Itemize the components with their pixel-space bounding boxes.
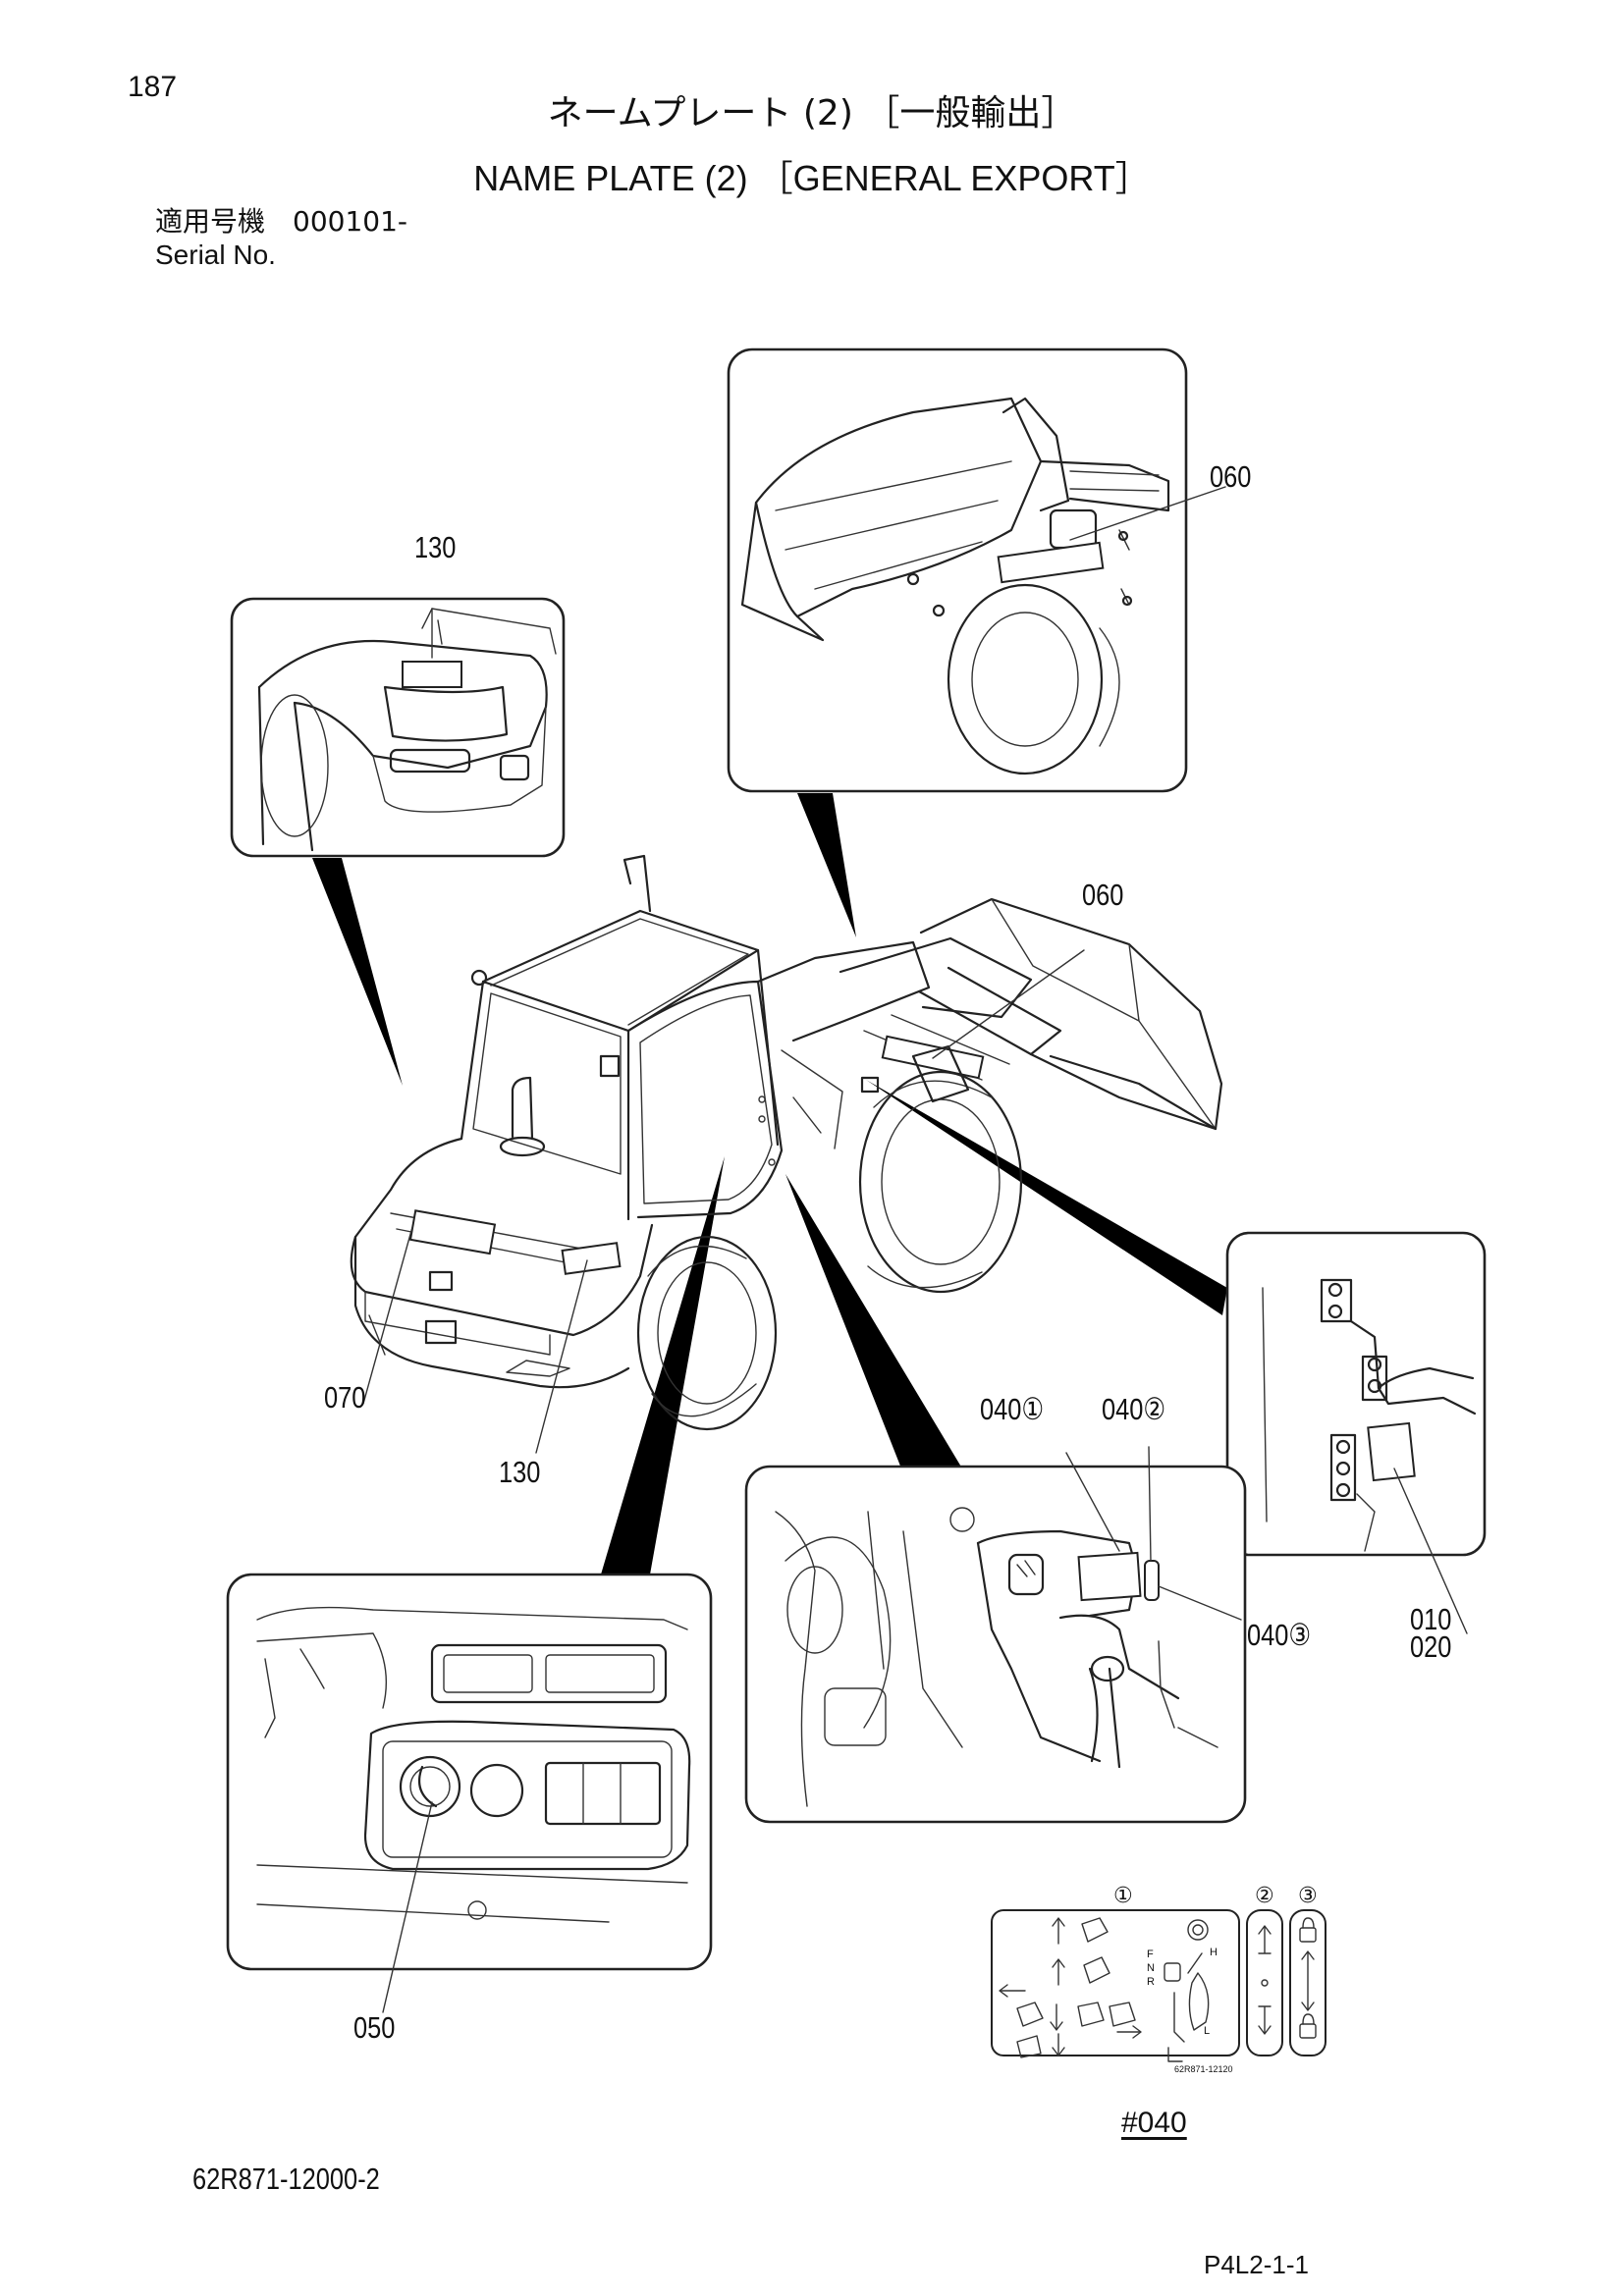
pointer-wedge-top-left [312, 858, 403, 1086]
page-title-english: NAME PLATE (2) ［GENERAL EXPORT］ [473, 158, 1151, 198]
decal-lever-r: R [1147, 1976, 1155, 1988]
callout-050: 050 [353, 2010, 396, 2045]
decal-040-illustration [991, 1909, 1326, 2062]
callout-010: 010 [1410, 1602, 1452, 1636]
callout-070: 070 [324, 1380, 366, 1415]
detail-view-operator-console [744, 1446, 1247, 1824]
document-number: 62R871-12000-2 [192, 2162, 380, 2196]
decal-lever-n: N [1147, 1962, 1155, 1974]
decal-lever-f: F [1147, 1949, 1154, 1960]
decal-lever-h: H [1210, 1947, 1218, 1958]
callout-060-top: 060 [1210, 459, 1252, 494]
serial-label-english: Serial No. [155, 240, 276, 270]
detail-view-frame-plates [1225, 1231, 1487, 1634]
pointer-wedge-top-right [797, 793, 856, 937]
decal-column-1-marker: ① [1113, 1883, 1133, 1907]
callout-130-bottom: 130 [499, 1455, 541, 1489]
callout-060-main: 060 [1082, 878, 1124, 912]
callout-040-3: 040③ [1247, 1618, 1312, 1652]
page-number: 187 [128, 71, 178, 103]
decal-lever-l: L [1204, 2025, 1211, 2037]
page-code: P4L2-1-1 [1204, 2250, 1309, 2279]
detail-view-switch-panel [226, 1573, 713, 2013]
callout-040-2: 040② [1102, 1392, 1166, 1426]
decal-reference-label: #040 [1121, 2107, 1187, 2139]
page-title-japanese: ネームプレート (2) ［一般輸出］ [547, 93, 1077, 133]
detail-view-boom-plate [727, 347, 1226, 793]
detail-view-rear-plate [230, 597, 566, 858]
wheel-loader-main-view [350, 854, 1223, 1431]
callout-130-top: 130 [414, 530, 457, 564]
callout-040-1: 040① [980, 1392, 1045, 1426]
callout-020: 020 [1410, 1629, 1452, 1664]
serial-label-japanese: 適用号機 000101- [155, 205, 407, 238]
decal-part-code: 62R871-12120 [1174, 2064, 1233, 2074]
decal-column-2-marker: ② [1255, 1883, 1274, 1907]
decal-column-3-marker: ③ [1298, 1883, 1318, 1907]
callout-leader-lines [362, 949, 1085, 1454]
pointer-wedge-right [866, 1080, 1227, 1315]
pointer-wedge-bottom-center [785, 1174, 962, 1468]
